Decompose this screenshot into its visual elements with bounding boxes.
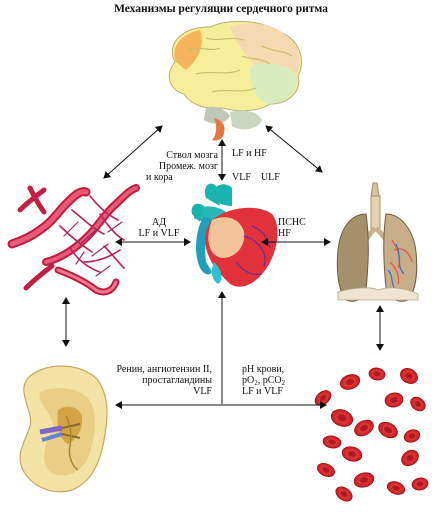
red-blood-cell-center [405, 372, 413, 380]
brain-illustration [168, 20, 302, 141]
red-blood-cell-center [359, 476, 369, 484]
red-blood-cells-illustration [314, 367, 429, 502]
red-blood-cell-center [327, 439, 337, 445]
red-blood-cell-center [337, 414, 347, 422]
red-blood-cell-center [373, 371, 381, 377]
label-brain-heart-lf-hf: LF и HF [232, 148, 267, 159]
red-blood-cell-center [406, 454, 414, 462]
blood-vessels-illustration [7, 184, 140, 296]
red-blood-cell-center [408, 433, 416, 439]
label-brain-heart-vlf-ulf: VLF ULF [232, 172, 280, 183]
lungs-illustration [336, 182, 419, 302]
red-blood-cell-center [340, 490, 348, 498]
diagram-title: Механизмы регуляции сердечного ритма [114, 3, 328, 15]
heart-illustration [191, 183, 278, 287]
arrow-brain-lungs [265, 125, 323, 173]
red-blood-cell-center [359, 424, 369, 432]
red-blood-cell-center [345, 378, 355, 386]
kidney-illustration [19, 365, 108, 493]
red-blood-cell-center [383, 426, 393, 434]
label-blood-heart: pH крови, pO2, pCO2 LF и VLF [242, 364, 286, 397]
red-blood-cell-center [322, 467, 330, 473]
red-blood-cell-center [416, 481, 424, 487]
label-kidney-heart: Ренин, ангиотензин II, простагландины VL… [116, 364, 212, 397]
red-blood-cell-center [392, 485, 400, 491]
red-blood-cell-center [389, 396, 399, 404]
red-blood-cell-center [414, 400, 422, 408]
label-brain-heart-left: Ствол мозга Промеж. мозг и кора [146, 150, 218, 183]
red-blood-cell-center [347, 450, 357, 458]
label-vessels-heart: АД LF и VLF [138, 217, 180, 239]
arrow-brain-vessels [103, 125, 163, 179]
red-blood-cell-center [319, 394, 327, 402]
connector-arrows [62, 125, 384, 409]
label-heart-lungs: ПСНС HF [278, 217, 306, 239]
